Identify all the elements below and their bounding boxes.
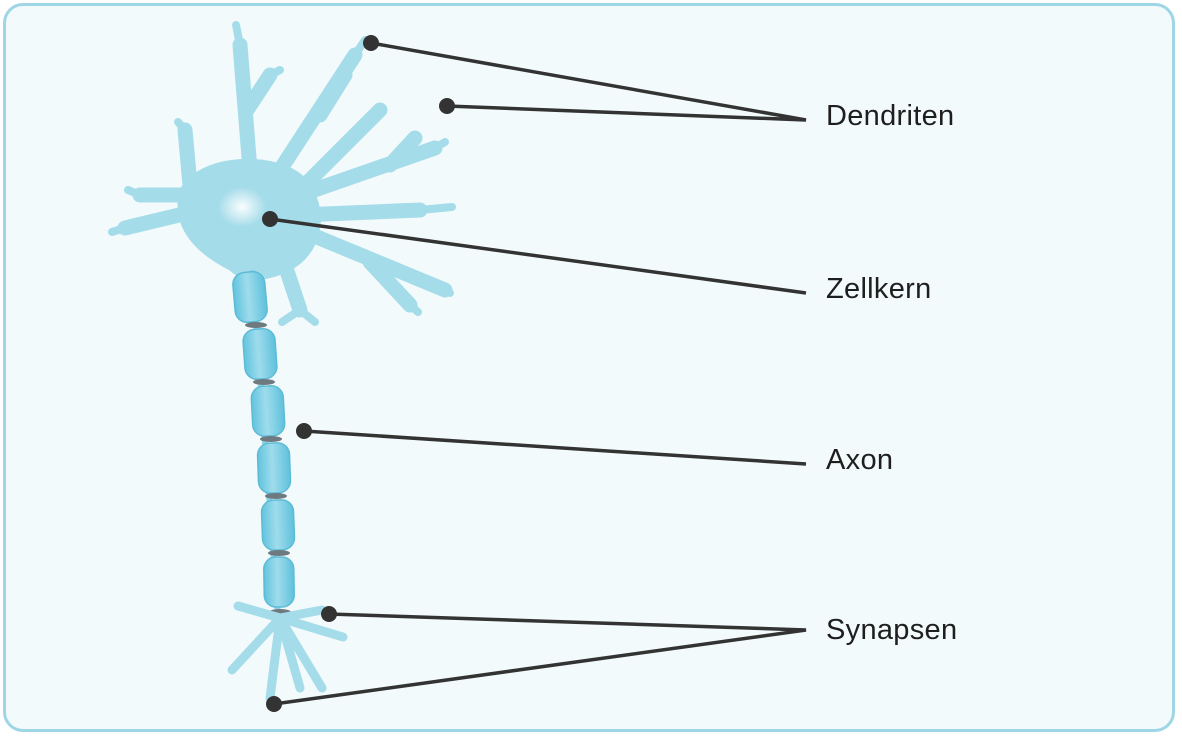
nucleus — [218, 187, 266, 227]
cell-body — [112, 25, 452, 322]
label-synapsen: Synapsen — [826, 614, 957, 647]
dot-dendriten-1 — [363, 35, 379, 51]
dot-axon — [296, 423, 312, 439]
label-dendriten: Dendriten — [826, 100, 954, 133]
leader-line-axon — [304, 431, 806, 464]
leader-line-dendriten — [371, 43, 806, 120]
leader-line-synapsen — [274, 614, 806, 704]
dot-zellkern — [262, 211, 278, 227]
label-zellkern: Zellkern — [826, 273, 932, 306]
dot-synapsen-2 — [266, 696, 282, 712]
dot-dendriten-2 — [439, 98, 455, 114]
dot-synapsen-1 — [321, 606, 337, 622]
label-axon: Axon — [826, 444, 893, 477]
